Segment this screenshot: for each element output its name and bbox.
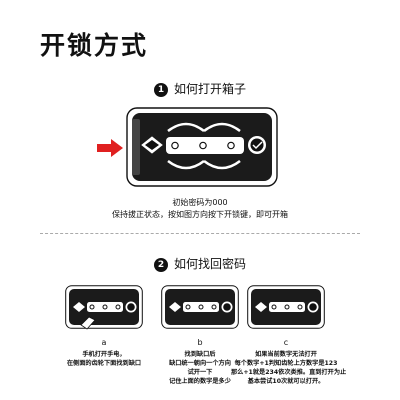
panel-c-caption: 如果当前数字无法打开 每个数字+1判知齿轮上方数字是123 那么+1就是234依… bbox=[231, 350, 347, 386]
panel-b-letter: b bbox=[197, 338, 203, 347]
panel-b-caption-line: 试开一下 bbox=[187, 369, 213, 376]
panel-b-caption-line: 找到缺口后 bbox=[184, 351, 216, 358]
panel-b-caption: 找到缺口后 缺口统一朝向一个方向 试开一下 记住上面的数字是多少 bbox=[145, 350, 255, 386]
panel-b-caption-line: 记住上面的数字是多少 bbox=[169, 378, 231, 385]
page-title: 开锁方式 bbox=[40, 31, 149, 60]
red-arrow-icon bbox=[97, 139, 123, 157]
section-divider bbox=[40, 233, 360, 234]
lock-illustration-c bbox=[247, 285, 325, 329]
panel-a-caption-line: 手机打开手电， bbox=[82, 351, 126, 358]
step1-line-1: 初始密码为000 bbox=[172, 198, 228, 207]
panel-a-caption: 手机打开手电， 在侧面的齿轮下面找到缺口 bbox=[49, 350, 159, 368]
step2-number-badge: 2 bbox=[153, 258, 168, 272]
panel-c-caption-line: 基本尝试10次就可以打开。 bbox=[247, 378, 325, 385]
lock-illustration-b bbox=[161, 285, 239, 329]
panel-a-caption-line: 在侧面的齿轮下面找到缺口 bbox=[66, 360, 142, 367]
step1-number-badge: 1 bbox=[153, 83, 168, 97]
panel-c-caption-line: 每个数字+1判知齿轮上方数字是123 bbox=[234, 360, 338, 367]
step1-line-2: 保持拔正状态，按如图方向按下开锁键，即可开箱 bbox=[112, 210, 288, 219]
panel-a-letter: a bbox=[101, 338, 107, 347]
panel-c-caption-line: 如果当前数字无法打开 bbox=[255, 351, 317, 358]
step1-heading: 1 如何打开箱子 bbox=[0, 80, 400, 97]
panel-b-caption-line: 缺口统一朝向一个方向 bbox=[169, 360, 231, 367]
step2-heading: 2 如何找回密码 bbox=[0, 255, 400, 272]
lock-illustration-a bbox=[65, 285, 143, 330]
panel-c-caption-line: 那么+1就是234依次类推。直到打开为止 bbox=[231, 369, 347, 376]
step1-heading-text: 如何打开箱子 bbox=[173, 82, 246, 96]
step2-heading-text: 如何找回密码 bbox=[173, 257, 246, 271]
lock-illustration-main bbox=[126, 107, 278, 187]
panel-c-letter: c bbox=[283, 338, 289, 347]
